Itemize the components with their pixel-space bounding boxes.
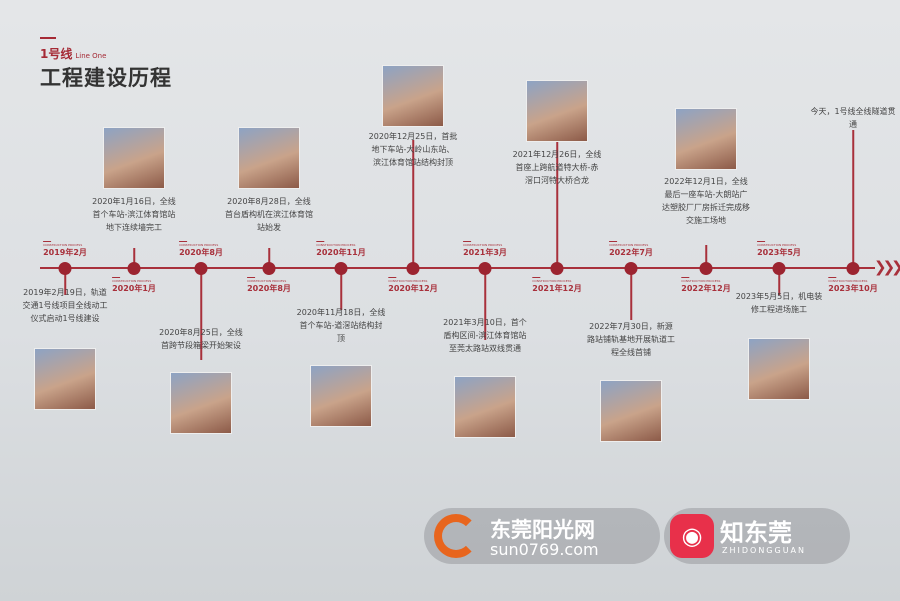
milestone-date-text: 2020年8月 (247, 284, 291, 293)
sun-logo-icon (434, 514, 478, 558)
watermark-app-name: 知东莞 (720, 519, 792, 547)
line-cn: 1号线 (40, 47, 73, 61)
construction-process-label: CONSTRUCTION PROCESS (43, 241, 83, 247)
milestone-stem (778, 270, 780, 295)
milestone-node[interactable] (262, 262, 276, 275)
watermark-zhidongguan: ◉ 知东莞 ZHIDONGGUAN (664, 508, 850, 564)
title-accent-dash (40, 37, 56, 39)
milestone-stem (556, 140, 558, 266)
construction-process-label: CONSTRUCTION PROCESS (532, 277, 572, 283)
milestone-photo (103, 127, 165, 189)
milestone-description: 2020年12月25日，首批地下车站-大岭山东站、滨江体育馆站结构封顶 (368, 132, 458, 167)
construction-process-label: CONSTRUCTION PROCESS (179, 241, 219, 247)
milestone-stem (852, 130, 854, 266)
milestone-date-text: 2020年1月 (112, 284, 156, 293)
milestone-date-text: 2022年12月 (681, 284, 731, 293)
milestone-node[interactable] (127, 262, 141, 275)
milestone-node[interactable] (478, 262, 492, 275)
milestone-photo (310, 365, 372, 427)
milestone-node[interactable] (846, 262, 860, 275)
milestone-date-text: 2019年2月 (43, 248, 87, 257)
milestone-description: 今天，1号线全线隧道贯通 (810, 107, 896, 129)
construction-process-label: CONSTRUCTION PROCESS (316, 241, 356, 247)
milestone-stem (705, 245, 707, 266)
milestone-description: 2020年8月28日，全线首台盾构机在滨江体育馆站始发 (225, 197, 313, 232)
milestone-node[interactable] (58, 262, 72, 275)
milestone-stem (200, 270, 202, 360)
milestone-description: 2019年2月19日，轨道交通1号线项目全线动工仪式启动1号线建设 (22, 288, 108, 323)
milestone-date-text: 2023年10月 (828, 284, 878, 293)
construction-process-label: CONSTRUCTION PROCESS (112, 277, 152, 283)
milestone-date-text: 2020年8月 (179, 248, 223, 257)
construction-process-label: CONSTRUCTION PROCESS (247, 277, 287, 283)
construction-process-label: CONSTRUCTION PROCESS (388, 277, 428, 283)
milestone-stem (64, 270, 66, 295)
milestone-node[interactable] (772, 262, 786, 275)
milestone-stem (268, 248, 270, 266)
milestone-node[interactable] (334, 262, 348, 275)
milestone-photo (675, 108, 737, 170)
watermark-site-url: sun0769.com (490, 540, 599, 559)
eye-logo-icon: ◉ (670, 514, 714, 558)
watermark-app-pinyin: ZHIDONGGUAN (722, 546, 807, 555)
milestone-description: 2021年12月26日，全线首座上跨航道特大桥-赤滘口河特大桥合龙 (512, 150, 602, 185)
watermark-site-name: 东莞阳光网 (490, 518, 595, 542)
milestone-stem (340, 270, 342, 310)
milestone-date-text: 2020年12月 (388, 284, 438, 293)
milestone-description: 2020年1月16日，全线首个车站-滨江体育馆站地下连续墙完工 (92, 197, 176, 232)
construction-process-label: CONSTRUCTION PROCESS (609, 241, 649, 247)
milestone-description: 2021年3月10日，首个盾构区间-滨江体育馆站至莞太路站双线贯通 (443, 318, 527, 353)
milestone-photo (454, 376, 516, 438)
construction-process-label: CONSTRUCTION PROCESS (828, 277, 868, 283)
milestone-description: 2020年8月25日，全线首跨节段箱梁开始架设 (159, 328, 243, 350)
construction-process-label: CONSTRUCTION PROCESS (681, 277, 721, 283)
milestone-description: 2023年5月5日，机电装修工程进场施工 (735, 292, 823, 314)
milestone-node[interactable] (406, 262, 420, 275)
milestone-node[interactable] (699, 262, 713, 275)
chevron-right-icon: ❯❯❯ (874, 258, 900, 276)
milestone-description: 2022年7月30日，新源路站铺轨基地开展轨道工程全线首铺 (587, 322, 675, 357)
milestone-photo (34, 348, 96, 410)
construction-process-label: CONSTRUCTION PROCESS (463, 241, 503, 247)
timeline-axis (40, 267, 875, 269)
milestone-date-text: 2023年5月 (757, 248, 801, 257)
construction-process-label: CONSTRUCTION PROCESS (757, 241, 797, 247)
milestone-photo (238, 127, 300, 189)
milestone-description: 2022年12月1日，全线最后一座车站-大朗站广达塑胶厂厂房拆迁完成移交施工场地 (662, 177, 750, 225)
page-title: 工程建设历程 (40, 66, 172, 90)
milestone-photo (748, 338, 810, 400)
milestone-date-text: 2021年12月 (532, 284, 582, 293)
milestone-photo (526, 80, 588, 142)
milestone-photo (382, 65, 444, 127)
milestone-date-text: 2020年11月 (316, 248, 366, 257)
milestone-node[interactable] (624, 262, 638, 275)
milestone-date-text: 2022年7月 (609, 248, 653, 257)
milestone-photo (170, 372, 232, 434)
line-en: Line One (75, 52, 107, 60)
milestone-node[interactable] (550, 262, 564, 275)
milestone-photo (600, 380, 662, 442)
milestone-node[interactable] (194, 262, 208, 275)
milestone-stem (412, 140, 414, 266)
milestone-stem (484, 270, 486, 340)
milestone-description: 2020年11月18日，全线首个车站-道滘站结构封顶 (296, 308, 386, 343)
milestone-date-text: 2021年3月 (463, 248, 507, 257)
watermark-sun0769: 东莞阳光网 sun0769.com (424, 508, 660, 564)
milestone-stem (630, 270, 632, 320)
milestone-stem (133, 248, 135, 266)
